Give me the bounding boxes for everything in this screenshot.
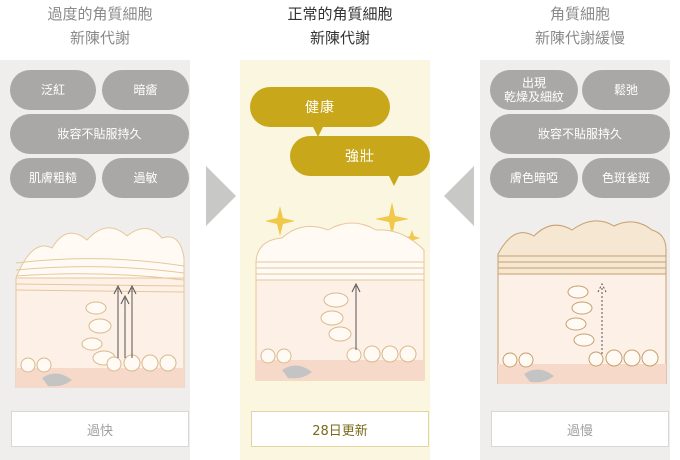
column-2-title-line2: 新陳代謝: [309, 29, 370, 47]
arrow-left-icon: [444, 166, 474, 226]
column-1-title-line2: 新陳代謝: [69, 29, 130, 47]
tag-spots-freckles: 色斑雀斑: [582, 158, 670, 198]
tag-makeup-not-lasting: 妝容不貼服持久: [10, 114, 189, 154]
result-28-day-renewal: 28日更新: [251, 411, 429, 447]
tag-dryness-lines-l1: 出現: [521, 76, 546, 90]
tag-dryness-lines-l2: 乾燥及細紋: [503, 90, 564, 104]
tag-dryness-lines: 出現 乾燥及細紋: [490, 70, 578, 110]
skin-illustration-slow: [497, 220, 667, 384]
skin-illustration-fast: [15, 227, 185, 388]
tag-makeup-not-lasting-2: 妝容不貼服持久: [490, 114, 670, 154]
bubble-healthy-label: 健康: [305, 100, 335, 116]
bubble-healthy: 健康: [250, 87, 390, 137]
tag-rough-skin: 肌膚粗糙: [10, 158, 96, 198]
bubble-strong-tail: [388, 174, 400, 186]
column-3-title: 角質細胞 新陳代謝緩慢: [480, 2, 680, 50]
tag-redness: 泛紅: [10, 70, 96, 110]
column-2-title-line1: 正常的角質細胞: [287, 5, 393, 23]
tag-dull-skin: 膚色暗啞: [490, 158, 578, 198]
bubble-strong-label: 強壯: [345, 149, 375, 165]
result-too-fast: 過快: [11, 411, 189, 447]
column-3-title-line2: 新陳代謝緩慢: [534, 29, 625, 47]
column-1-title: 過度的角質細胞 新陳代謝: [0, 2, 200, 50]
column-2-title: 正常的角質細胞 新陳代謝: [240, 2, 440, 50]
skin-illustration-normal: [255, 202, 425, 381]
column-1-title-line1: 過度的角質細胞: [47, 5, 153, 23]
arrow-right-icon: [206, 166, 236, 226]
column-3-title-line1: 角質細胞: [549, 5, 610, 23]
tag-acne: 暗瘡: [102, 70, 189, 110]
tag-allergy: 過敏: [102, 158, 189, 198]
bubble-strong: 強壯: [290, 136, 430, 186]
result-too-slow: 過慢: [491, 411, 669, 447]
bubble-healthy-tail: [312, 125, 324, 137]
tag-sagging: 鬆弛: [582, 70, 670, 110]
